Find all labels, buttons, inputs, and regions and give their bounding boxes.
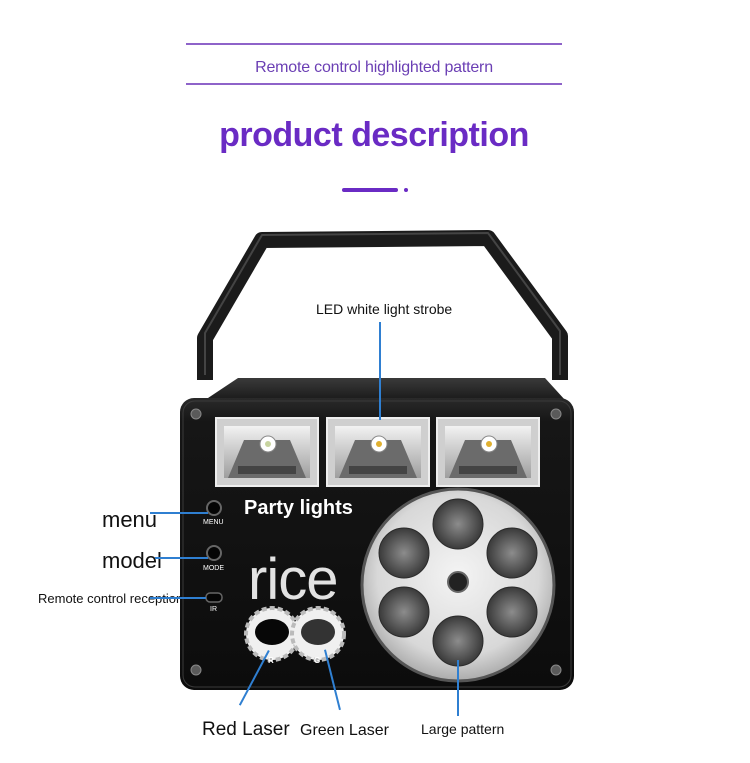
led-strobe-window [436,417,540,487]
pattern-disc [378,527,430,579]
led-strobe-window [215,417,319,487]
leader-large-pattern [457,660,459,716]
pattern-disc [378,586,430,638]
page-title: product description [219,116,529,154]
leader-model [155,557,208,559]
screw-icon [550,408,562,420]
header-rule-bottom [186,83,562,85]
pattern-disc [486,527,538,579]
title-underline-dot [404,188,408,192]
screw-icon [190,408,202,420]
callout-large-pattern: Large pattern [421,721,505,737]
device-brand-label: Party lights [244,497,353,519]
callout-red-laser: Red Laser [202,719,290,740]
title-underline [342,188,398,192]
callout-menu: menu [102,507,158,532]
green-laser-mark: G [314,656,321,665]
ir-label: IR [210,606,217,613]
device-top [205,378,565,400]
callout-model: model [102,548,162,573]
pattern-disc [432,615,484,667]
green-laser-aperture [290,606,346,662]
screw-icon [190,664,202,676]
red-laser-mark: R [268,656,274,665]
menu-button-icon [206,500,222,516]
pattern-disc [486,586,538,638]
led-strobe-window [326,417,430,487]
pattern-center-icon [447,571,469,593]
callout-remote-reception: Remote control reception [38,591,184,606]
header-rule-top [186,43,562,45]
mode-button-label: MODE [203,565,224,572]
red-laser-aperture [244,606,300,662]
screw-icon [550,664,562,676]
callout-led-strobe: LED white light strobe [316,301,453,317]
leader-led-strobe [379,322,381,420]
callout-green-laser: Green Laser [300,722,389,739]
ir-receiver-icon [205,592,223,603]
pattern-disc [432,498,484,550]
leader-remote-reception [150,597,206,599]
header-subtitle: Remote control highlighted pattern [255,59,493,76]
menu-button-label: MENU [203,519,224,526]
watermark-overlay-text: rice [248,547,338,612]
leader-menu [150,512,208,514]
mode-button-icon [206,545,222,561]
